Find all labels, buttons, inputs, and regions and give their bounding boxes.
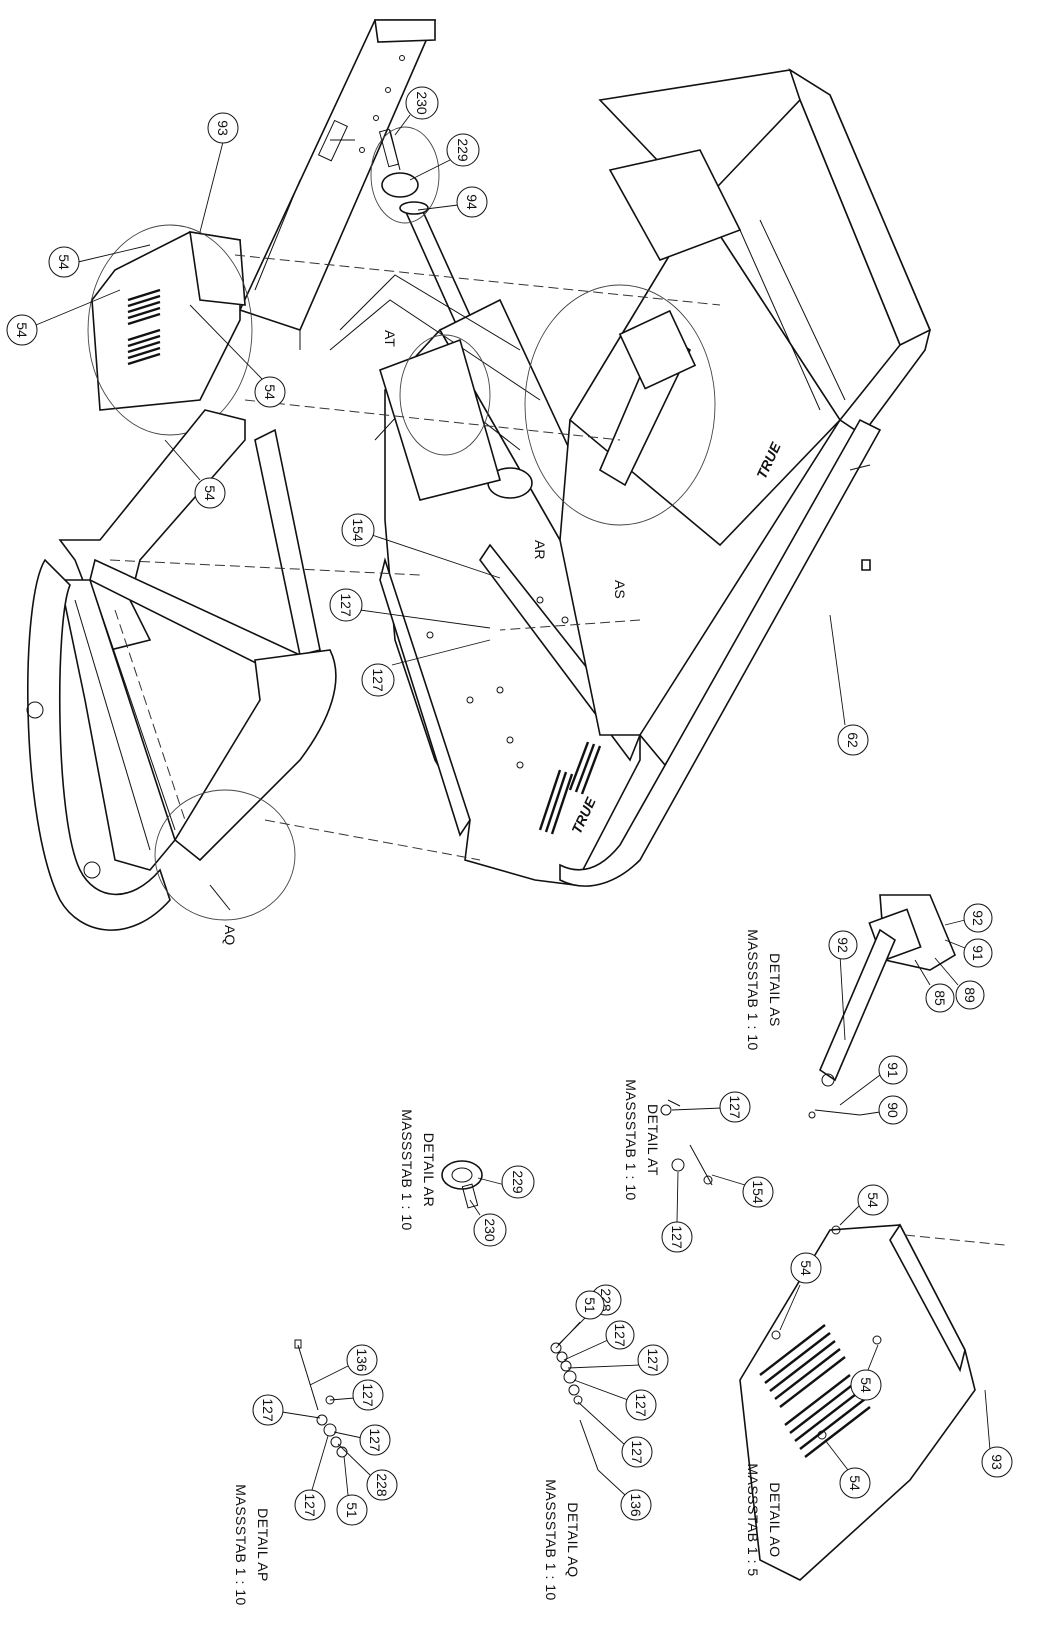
detail-at-title: DETAIL AT [645,1104,661,1176]
svg-text:127: 127 [669,1225,685,1249]
svg-text:89: 89 [962,987,978,1003]
svg-text:92: 92 [835,937,851,953]
detail-as-title: DETAIL AS [767,953,783,1027]
detail-letter-ar: AR [532,540,548,559]
hood-vent [127,288,161,366]
detail-ar-title: DETAIL AR [421,1133,437,1208]
svg-text:154: 154 [750,1180,766,1204]
svg-text:93: 93 [989,1454,1005,1470]
svg-text:127: 127 [302,1493,318,1517]
detail-circle-ao [87,224,253,436]
svg-text:127: 127 [612,1323,628,1347]
svg-text:228: 228 [374,1473,390,1497]
svg-text:90: 90 [885,1102,901,1118]
detail-as-scale: MASSSTAB 1 : 10 [745,929,761,1051]
svg-text:127: 127 [370,668,386,692]
detail-at-scale: MASSSTAB 1 : 10 [623,1079,639,1201]
svg-text:229: 229 [455,138,471,162]
callout-230: 230 [394,86,439,136]
main-callouts: 93 54 54 54 54 230 2 [6,86,869,756]
lift-motor [487,284,716,526]
detail-ar-scale: MASSSTAB 1 : 10 [399,1109,415,1231]
detail-ap: 136 127 127 127 228 51 127 DETAIL AP MAS… [233,1339,398,1606]
motor-hood [87,224,253,436]
detail-aq-scale: MASSSTAB 1 : 10 [543,1479,559,1601]
guide-lines [109,254,721,861]
svg-text:154: 154 [350,518,366,542]
detail-letter-aq: AQ [222,925,238,945]
svg-text:230: 230 [414,91,430,115]
svg-text:51: 51 [344,1502,360,1518]
svg-text:54: 54 [858,1377,874,1393]
svg-text:127: 127 [645,1348,661,1372]
callout-93: 93 [199,112,239,233]
svg-text:127: 127 [260,1398,276,1422]
callout-54-d: 54 [164,439,226,509]
svg-text:229: 229 [510,1170,526,1194]
svg-text:54: 54 [14,322,30,338]
detail-ao-title: DETAIL AO [767,1482,783,1557]
callout-154: 154 [341,513,501,579]
svg-text:91: 91 [970,945,986,961]
svg-text:85: 85 [932,990,948,1006]
svg-text:54: 54 [202,485,218,501]
detail-ao-scale: MASSSTAB 1 : 5 [745,1463,761,1576]
detail-as: 92 91 89 85 92 91 90 DETAIL AS MASSSTAB … [745,894,993,1125]
detail-ao: 54 54 54 54 93 DETAIL AO MASSSTAB 1 : 5 [739,1184,1013,1581]
svg-text:127: 127 [727,1095,743,1119]
svg-text:54: 54 [262,384,278,400]
callout-127-b: 127 [361,639,491,697]
svg-text:94: 94 [464,194,480,210]
detail-ap-title: DETAIL AP [255,1508,271,1582]
svg-text:230: 230 [482,1218,498,1242]
callout-62: 62 [829,614,869,756]
detail-ar: 229 230 DETAIL AR MASSSTAB 1 : 10 [399,1109,535,1247]
svg-text:136: 136 [354,1348,370,1372]
detail-aq-title: DETAIL AQ [565,1502,581,1577]
svg-text:54: 54 [847,1475,863,1491]
svg-text:62: 62 [845,732,861,748]
callout-54-c: 54 [189,304,286,408]
base-vent [538,741,602,835]
detail-at: 127 154 127 DETAIL AT MASSSTAB 1 : 10 [623,1079,774,1253]
svg-text:127: 127 [360,1383,376,1407]
svg-text:51: 51 [582,1297,598,1313]
upper-frame-rail [238,19,437,350]
svg-text:127: 127 [338,593,354,617]
svg-text:136: 136 [628,1493,644,1517]
svg-text:127: 127 [633,1393,649,1417]
callout-54-a: 54 [48,244,151,278]
callout-94: 94 [417,186,488,218]
detail-circle-aq [154,789,296,921]
callout-54-b: 54 [6,289,121,346]
svg-text:127: 127 [367,1428,383,1452]
detail-ap-scale: MASSSTAB 1 : 10 [233,1484,249,1606]
svg-text:54: 54 [865,1192,881,1208]
callout-229: 229 [409,133,480,181]
lower-frame [26,409,337,931]
svg-text:93: 93 [215,120,231,136]
svg-text:91: 91 [885,1062,901,1078]
svg-text:92: 92 [970,910,986,926]
detail-letter-as: AS [612,580,628,599]
detail-letter-at: AT [382,330,398,347]
detail-letters: AT AR AS AQ [222,330,628,945]
svg-text:127: 127 [629,1440,645,1464]
svg-text:54: 54 [56,254,72,270]
callout-127-a: 127 [329,588,491,629]
detail-aq: 228 51 127 127 127 127 136 DETAIL AQ MAS… [543,1284,669,1601]
ao-vent [759,1324,871,1458]
svg-text:54: 54 [798,1260,814,1276]
at-bracket [379,334,501,501]
